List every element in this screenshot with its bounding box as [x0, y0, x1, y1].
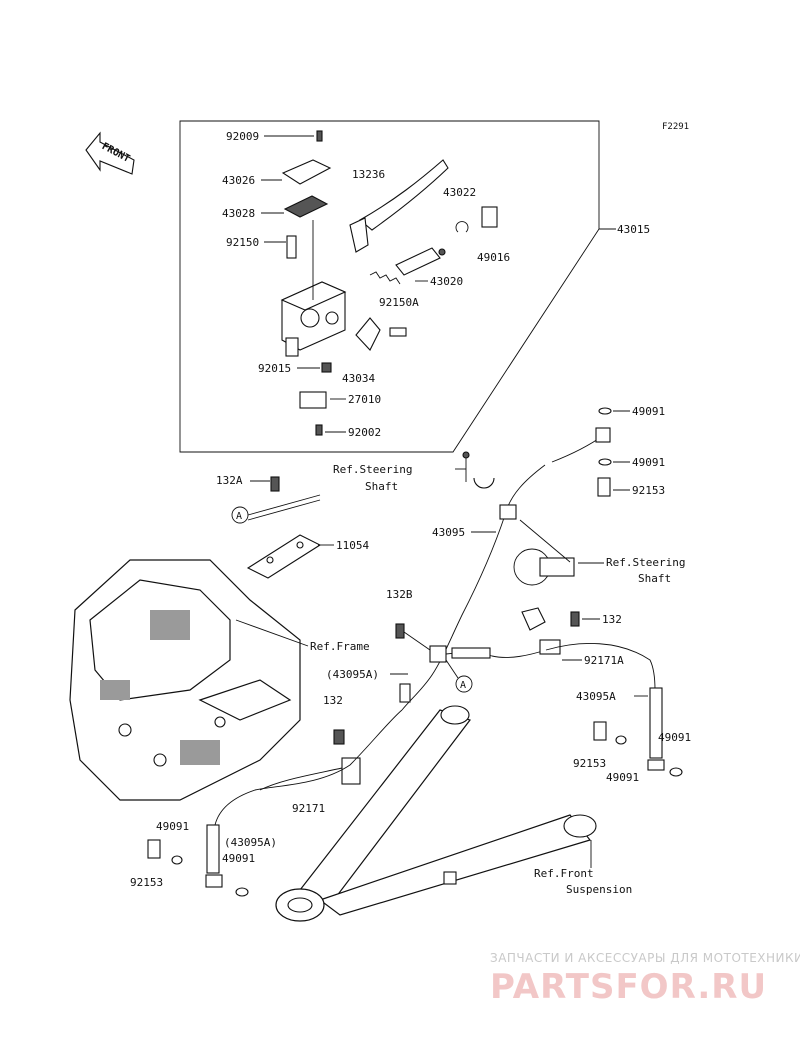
label-43095: 43095	[432, 526, 465, 539]
label-132a: 132A	[216, 474, 243, 487]
brake-lever-13236	[359, 159, 449, 231]
label-92015: 92015	[258, 362, 291, 375]
banjo-bolt-92153-c	[147, 839, 161, 859]
label-49091-c: 49091	[606, 771, 639, 784]
bolt-92150	[286, 235, 297, 259]
label-13236: 13236	[352, 168, 385, 181]
watermark-brand: PARTSFOR.RU	[490, 967, 767, 1007]
label-43015: 43015	[617, 223, 650, 236]
label-49091-d: 49091	[658, 731, 691, 744]
washer-49091-c	[615, 735, 627, 745]
bolt-92150a	[389, 327, 407, 337]
brake-switch-27010	[299, 391, 327, 409]
boot-49016	[481, 206, 498, 228]
label-132b: 132B	[386, 588, 413, 601]
label-43026: 43026	[222, 174, 255, 187]
callout-a-1-text: A	[236, 511, 242, 522]
circlip-43022	[455, 221, 469, 233]
ref-front-suspension-line2: Suspension	[566, 883, 632, 896]
screw-92002	[315, 424, 323, 436]
label-92171: 92171	[292, 802, 325, 815]
screw-92009	[316, 130, 323, 142]
front-suspension-arm	[275, 705, 597, 922]
diagram-code: F2291	[662, 122, 689, 132]
label-11054: 11054	[336, 539, 369, 552]
label-43095a-paren-a: (43095A)	[326, 668, 379, 681]
diaphragm-43028	[283, 195, 329, 218]
bracket-43034	[355, 317, 381, 351]
label-92150a: 92150A	[379, 296, 419, 309]
label-49091-a: 49091	[632, 405, 665, 418]
ref-front-suspension-line1: Ref.Front	[534, 867, 594, 880]
clamp-92171a	[521, 607, 546, 631]
label-92150: 92150	[226, 236, 259, 249]
label-49091-e: 49091	[156, 820, 189, 833]
brake-hose-43095a-right	[545, 643, 656, 691]
ref-steering-shaft-1-line1: Ref.Steering	[333, 463, 412, 476]
label-43095a-paren-b: (43095A)	[224, 836, 277, 849]
vehicle-frame	[69, 559, 301, 801]
label-43028: 43028	[222, 207, 255, 220]
label-132-right: 132	[602, 613, 622, 626]
label-92171a: 92171A	[584, 654, 624, 667]
washer-49091-d	[669, 767, 683, 777]
callout-a-2	[455, 675, 473, 693]
label-43020: 43020	[430, 275, 463, 288]
banjo-bolt-92153-a	[597, 477, 611, 497]
label-92153-c: 92153	[130, 876, 163, 889]
ref-steering-shaft-1-line2: Shaft	[365, 480, 398, 493]
hose-junction	[429, 645, 447, 663]
bolt-132a	[270, 476, 280, 492]
master-cylinder-body	[280, 281, 347, 357]
label-49016: 49016	[477, 251, 510, 264]
label-92002: 92002	[348, 426, 381, 439]
piston-kit-43020	[369, 247, 446, 285]
brake-hose-43095	[401, 464, 546, 711]
banjo-bolt-92153-b	[593, 721, 607, 741]
bracket-11054	[246, 534, 322, 579]
front-direction-badge: FRONT	[85, 131, 135, 175]
washer-49091-a	[598, 407, 612, 415]
washer-49091-e	[171, 855, 183, 865]
bolt-132-left	[333, 729, 345, 745]
ref-steering-shaft-2-line2: Shaft	[638, 572, 671, 585]
label-92009: 92009	[226, 130, 259, 143]
label-27010: 27010	[348, 393, 381, 406]
ref-steering-shaft-2-line1: Ref.Steering	[606, 556, 685, 569]
label-92153-a: 92153	[632, 484, 665, 497]
label-43022: 43022	[443, 186, 476, 199]
assembly-43015-frame	[179, 120, 600, 453]
label-43034: 43034	[342, 372, 375, 385]
reservoir-cap-43026	[281, 159, 332, 185]
label-43095a: 43095A	[576, 690, 616, 703]
washer-49091-b	[598, 458, 612, 466]
washer-49091-f	[235, 887, 249, 897]
label-49091-f: 49091	[222, 852, 255, 865]
bolt-132b	[395, 623, 405, 639]
label-49091-b: 49091	[632, 456, 665, 469]
callout-a-2-text: A	[460, 680, 466, 691]
label-132-left: 132	[323, 694, 343, 707]
hose-clamp-steering-1	[473, 477, 495, 489]
watermark-tagline: ЗАПЧАСТИ И АКСЕССУАРЫ ДЛЯ МОТОТЕХНИКИ	[490, 951, 800, 965]
clamp-92171	[341, 757, 361, 785]
brake-hose-43095a-left	[214, 709, 403, 826]
nut-92015	[321, 362, 332, 373]
label-92153-b: 92153	[573, 757, 606, 770]
ref-frame: Ref.Frame	[310, 640, 370, 653]
bolt-132-right	[570, 611, 580, 627]
